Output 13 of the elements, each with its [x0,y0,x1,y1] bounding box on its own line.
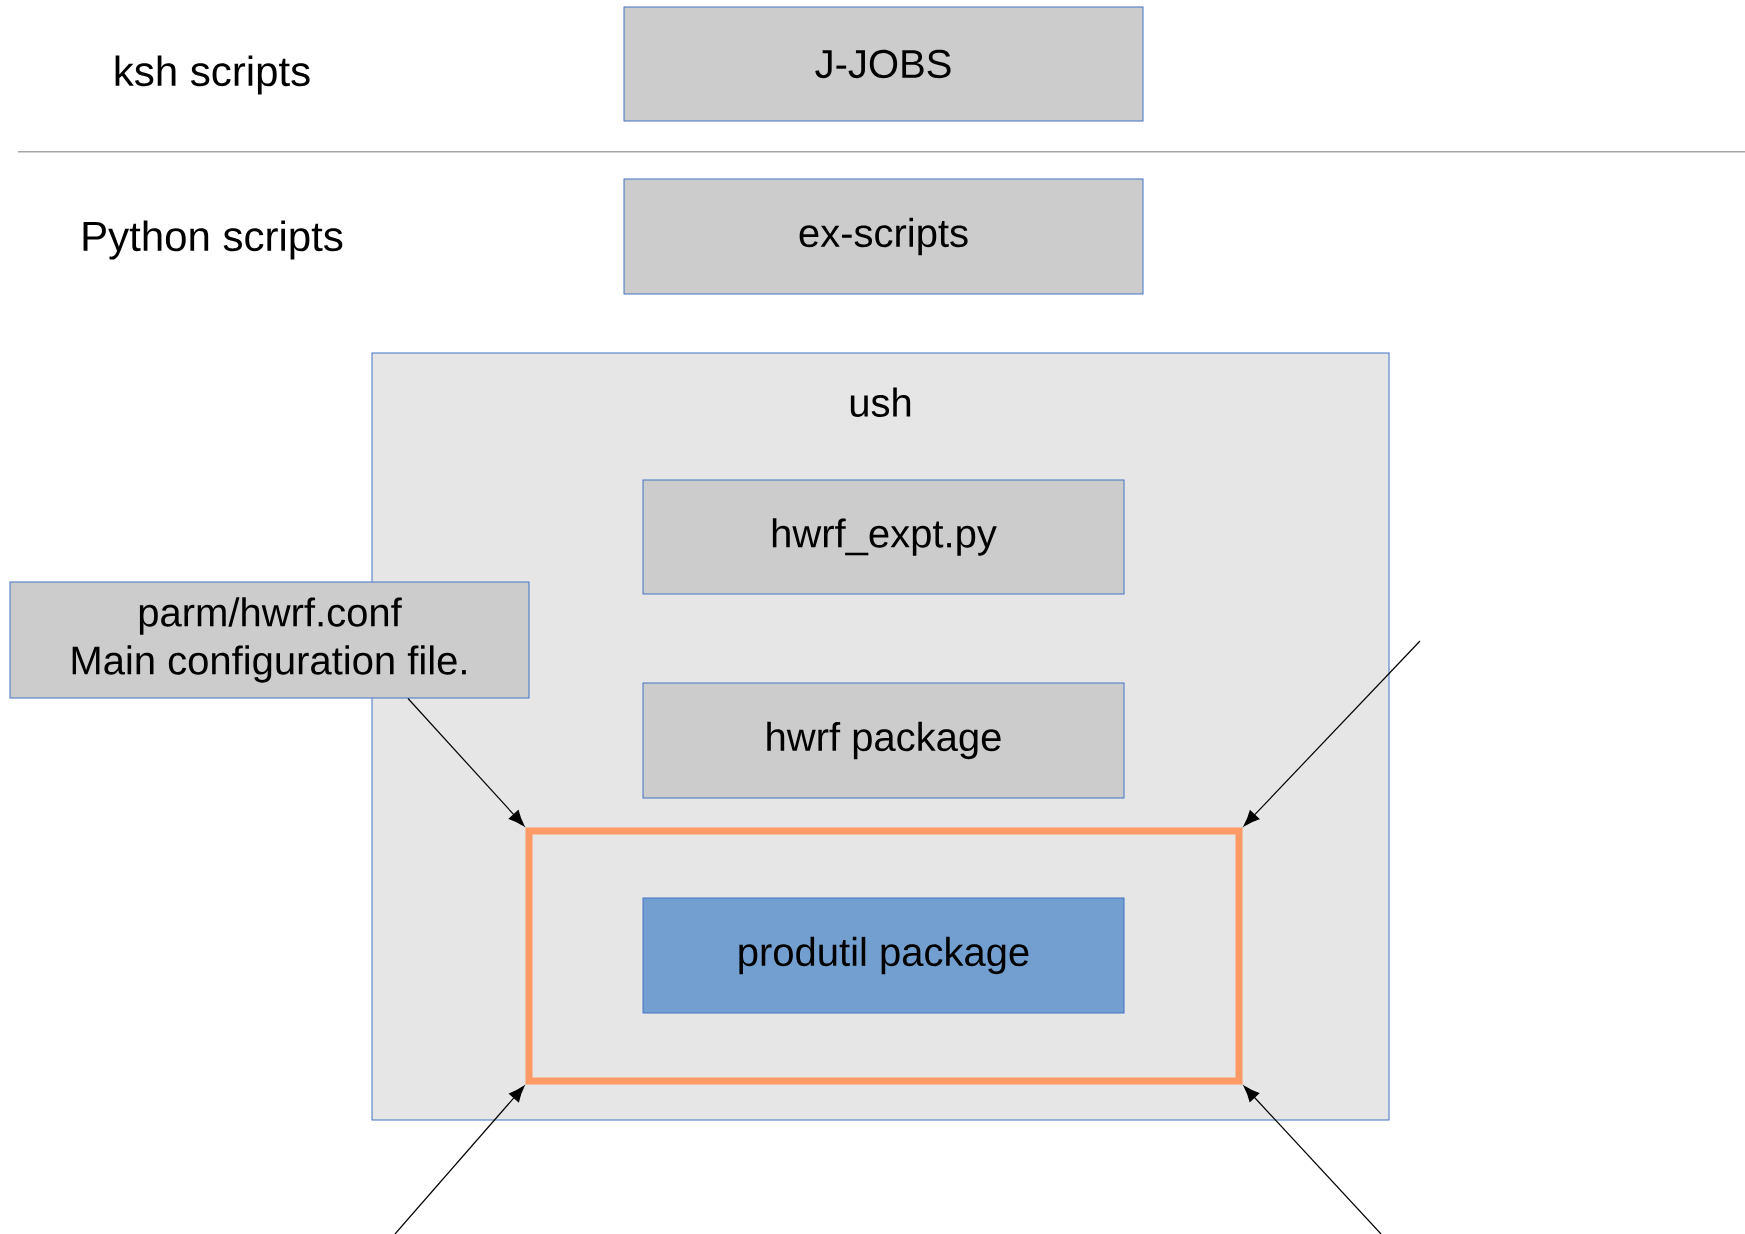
highlight-frame [525,827,1243,1085]
process-box: produtil package [642,897,1125,1014]
arrow [1243,1085,1382,1234]
row-label: Python scripts [83,220,343,260]
arrow [1243,640,1421,827]
arrow [407,697,525,827]
note-box: parm/hwrf.conf Main configuration file. [9,581,530,699]
process-box: hwrf package [642,682,1125,799]
process-box: ex-scripts [623,178,1144,295]
row-label: ksh scripts [115,55,310,95]
process-box: hwrf_expt.py [642,479,1125,595]
process-box: J-JOBS [623,6,1144,122]
arrow [394,1085,525,1234]
